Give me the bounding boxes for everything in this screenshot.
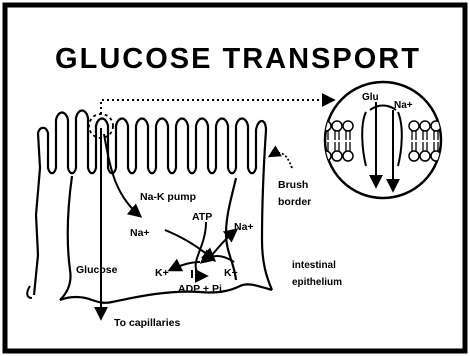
epithelium-label: epithelium <box>292 277 342 288</box>
zoom-dotted-arrow <box>101 100 333 114</box>
right-edge-membrane <box>262 130 272 290</box>
k-plus-left-label: K+ <box>155 267 169 279</box>
lipid-head <box>409 151 419 161</box>
inset-glu-label: Glu <box>362 92 379 103</box>
k-plus-right-label: K+ <box>224 267 238 279</box>
border-label: border <box>278 196 311 208</box>
brush-border-pointer <box>270 153 292 168</box>
to-capillaries-label: To capillaries <box>114 317 180 329</box>
inset-na-plus-label: Na+ <box>394 100 413 111</box>
lipid-head <box>343 151 353 161</box>
cell-membrane-left <box>60 176 72 300</box>
atp-hydrolysis-arrow <box>196 222 206 276</box>
intestinal-label: intestinal <box>292 260 336 271</box>
atp-label: ATP <box>192 211 212 223</box>
diagram-title: GLUCOSE TRANSPORT <box>55 43 421 75</box>
lipid-head <box>343 121 353 131</box>
na-plus-left-label: Na+ <box>130 227 150 239</box>
membrane-inset: Glu Na+ <box>321 82 441 198</box>
basal-membrane <box>60 284 272 302</box>
na-plus-right-label: Na+ <box>234 221 254 233</box>
left-hook <box>27 286 32 298</box>
lipid-head <box>409 121 419 131</box>
lipid-head <box>420 151 430 161</box>
na-k-pump-label: Na-K pump <box>140 191 196 203</box>
adp-pi-label: ADP + Pi <box>178 283 222 295</box>
glucose-label: Glucose <box>76 264 118 276</box>
na-to-pump-arrow <box>165 230 214 260</box>
brush-label: Brush <box>278 179 308 191</box>
lipid-head <box>332 121 342 131</box>
lipid-head <box>420 121 430 131</box>
lipid-head <box>332 151 342 161</box>
na-entry-arrow <box>104 134 140 216</box>
